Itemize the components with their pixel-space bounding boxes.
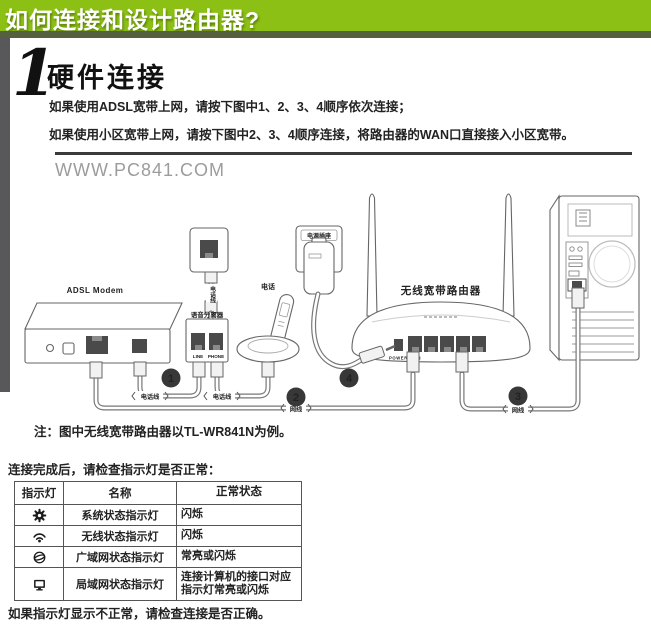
horizontal-rule bbox=[55, 152, 632, 155]
wall-phone-jack-illustration: 电话线 bbox=[189, 227, 229, 324]
telephone-illustration: 电话 bbox=[236, 282, 300, 363]
step-circle-3 bbox=[508, 386, 528, 406]
step-circle-2 bbox=[286, 387, 306, 407]
indicator-name: 广域网状态指示灯 bbox=[63, 546, 177, 568]
table-row: 系统状态指示灯 闪烁 bbox=[14, 504, 302, 526]
table-row: 广域网状态指示灯 常亮或闪烁 bbox=[14, 546, 302, 568]
indicator-state: 闪烁 bbox=[176, 504, 302, 526]
cable-plugs bbox=[89, 287, 585, 379]
cable-step2-label: 网线 bbox=[290, 406, 303, 414]
indicator-name: 无线状态指示灯 bbox=[63, 525, 177, 547]
monitor-icon bbox=[33, 579, 45, 590]
model-note: 注：图中无线宽带路由器以TL-WR841N为例。 bbox=[34, 425, 292, 439]
adsl-modem-illustration: ADSL Modem bbox=[24, 286, 183, 364]
indicator-state: 连接计算机的接口对应指示灯常亮或闪烁 bbox=[176, 567, 302, 601]
instruction-line-1: 如果使用ADSL宽带上网，请按下图中1、2、3、4顺序依次连接； bbox=[49, 100, 411, 114]
globe-icon bbox=[33, 551, 45, 563]
header-divider bbox=[0, 31, 651, 38]
wireless-router-illustration: 无线宽带路由器 POWER WAN bbox=[351, 193, 531, 363]
wall-cable-label: 电话线 bbox=[209, 285, 216, 305]
step-circles: 1 2 3 4 bbox=[161, 368, 528, 407]
router-antenna-right bbox=[502, 193, 515, 317]
step-circle-1 bbox=[161, 368, 181, 388]
router-antenna-left bbox=[366, 193, 378, 317]
table-row: 局域网状态指示灯 连接计算机的接口对应指示灯常亮或闪烁 bbox=[14, 567, 302, 601]
wifi-icon bbox=[32, 532, 46, 542]
watermark: WWW.PC841.COM bbox=[55, 160, 226, 180]
power-socket-label: 电源插座 bbox=[307, 232, 331, 240]
left-edge-bar bbox=[0, 38, 10, 392]
indicator-table: 指示灯 名称 正常状态 bbox=[14, 481, 302, 601]
power-socket-illustration: 电源插座 bbox=[295, 225, 343, 295]
footer-note: 如果指示灯显示不正常，请检查连接是否正确。 bbox=[8, 607, 271, 621]
gear-icon bbox=[32, 508, 46, 522]
indicator-state: 闪烁 bbox=[176, 525, 302, 547]
page-title: 如何连接和设计路由器? bbox=[5, 7, 261, 33]
step-4-number: 4 bbox=[346, 373, 353, 385]
cable-phone-label: 电话线 bbox=[213, 393, 232, 401]
step-3-number: 3 bbox=[515, 391, 521, 403]
splitter-phone-port-label: PHONE bbox=[208, 354, 224, 359]
splitter-line-port-label: LINE bbox=[193, 354, 203, 359]
step-1-number: 1 bbox=[168, 373, 174, 385]
step-2-number: 2 bbox=[293, 392, 299, 404]
instruction-line-2: 如果使用小区宽带上网，请按下图中2、3、4顺序连接，将路由器的WAN口直接接入小… bbox=[49, 128, 575, 142]
check-indicator-text: 连接完成后，请检查指示灯是否正常： bbox=[8, 463, 221, 477]
modem-label: ADSL Modem bbox=[67, 286, 124, 295]
phone-label: 电话 bbox=[261, 282, 275, 291]
section-title: 硬件连接 bbox=[47, 63, 167, 93]
splitter-label: 语音分离器 bbox=[191, 310, 224, 319]
indicator-name: 系统状态指示灯 bbox=[63, 504, 177, 526]
indicator-name: 局域网状态指示灯 bbox=[63, 567, 177, 601]
connection-diagram: ADSL Modem 电话线 语音分离器 LINE PHONE bbox=[24, 193, 640, 415]
phone-splitter-illustration: 语音分离器 LINE PHONE bbox=[185, 310, 229, 363]
page-header: 如何连接和设计路由器? bbox=[0, 0, 651, 33]
table-header-row: 指示灯 名称 正常状态 bbox=[14, 481, 302, 505]
indicator-state: 常亮或闪烁 bbox=[176, 546, 302, 568]
header-indicator: 指示灯 bbox=[14, 481, 64, 505]
step-circle-4 bbox=[339, 368, 359, 388]
header-state: 正常状态 bbox=[176, 481, 302, 505]
header-name: 名称 bbox=[63, 481, 177, 505]
cable-labels: 电话线 电话线 网线 网线 bbox=[131, 391, 534, 415]
section-number: 1 bbox=[12, 36, 57, 111]
table-row: 无线状态指示灯 闪烁 bbox=[14, 525, 302, 547]
cable-step1-label: 电话线 bbox=[141, 393, 160, 401]
router-ports-label: POWER WAN bbox=[389, 356, 421, 361]
cables bbox=[93, 291, 581, 412]
router-label: 无线宽带路由器 bbox=[400, 284, 482, 297]
computer-tower-illustration bbox=[549, 194, 640, 362]
cable-step3-label: 网线 bbox=[512, 407, 525, 415]
